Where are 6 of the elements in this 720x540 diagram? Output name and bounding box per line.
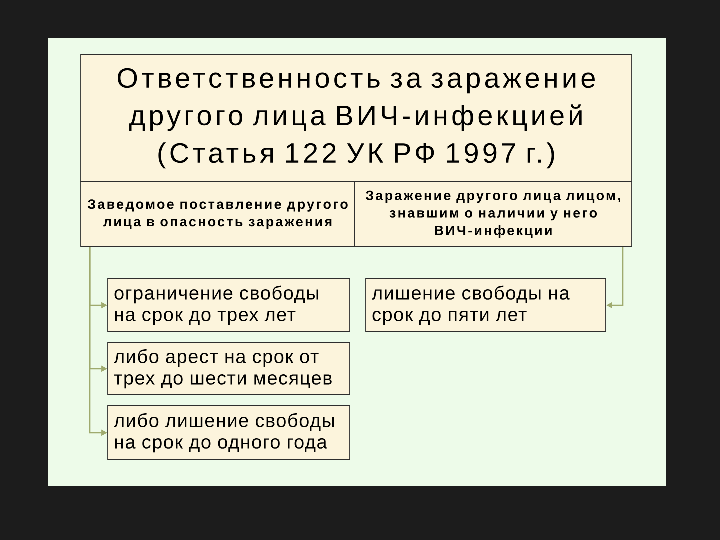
penalty-box: либо лишение свободы на срок до одного года	[108, 406, 350, 460]
penalty-box: либо арест на срок от трех до шести месяцев	[108, 342, 350, 396]
category-box: Заражение другого лица лицом, знавшим о наличии у него ВИЧ-инфекции	[354, 182, 632, 248]
penalty-box: лишение свободы на срок до пяти лет	[366, 278, 606, 332]
category-box: Заведомое поставление другого лица в опасность заражения	[80, 182, 356, 248]
penalty-box: ограничение свободы на срок до трех лет	[108, 278, 350, 332]
